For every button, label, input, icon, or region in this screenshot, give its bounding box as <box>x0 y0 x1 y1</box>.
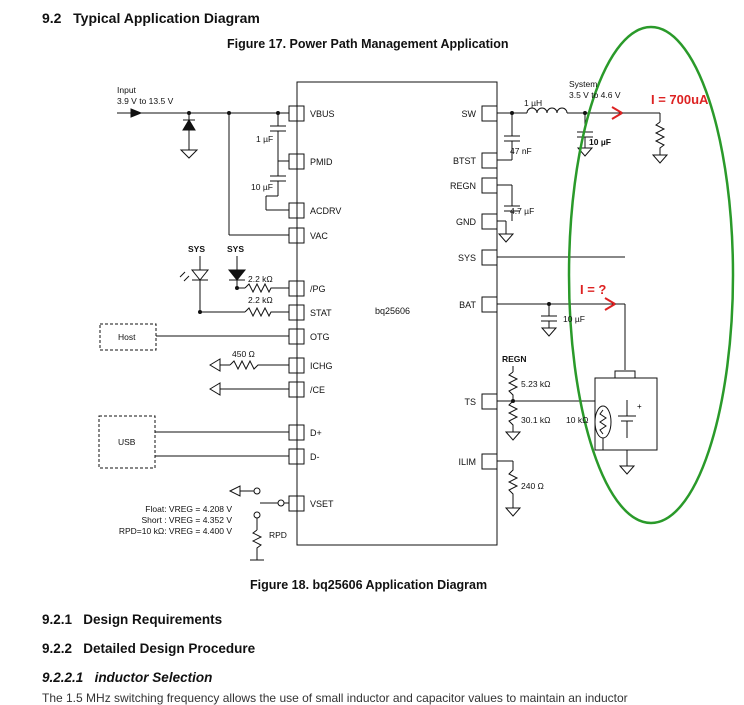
pin-pmid: PMID <box>310 157 333 167</box>
c-bat-label: 10 µF <box>563 314 585 324</box>
pin-sys: SYS <box>458 253 476 263</box>
pin-otg: OTG <box>310 332 330 342</box>
body-text-cut: The 1.5 MHz switching frequency allows t… <box>42 691 628 705</box>
pin-bat: BAT <box>459 300 476 310</box>
subsubsection-title: inductor Selection <box>94 670 213 685</box>
subsection-detailed-design: 9.2.2 Detailed Design Procedure <box>42 641 255 656</box>
subsection-design-requirements: 9.2.1 Design Requirements <box>42 612 222 627</box>
pin-stat: STAT <box>310 308 332 318</box>
c-vbus-label: 1 µF <box>256 134 273 144</box>
c-pmid-label: 10 µF <box>251 182 273 192</box>
system-label: System <box>569 79 597 89</box>
r-pg-label: 2.2 kΩ <box>248 274 273 284</box>
annotation-current-out: I = 700uA <box>651 92 709 107</box>
pin-ts: TS <box>464 397 476 407</box>
chip-name: bq25606 <box>375 306 410 316</box>
c-sys-label: 10 µF <box>589 137 611 147</box>
pin-ichg: ICHG <box>310 361 333 371</box>
r-stat-label: 2.2 kΩ <box>248 295 273 305</box>
pin-dminus: D- <box>310 452 320 462</box>
r-ilim-label: 240 Ω <box>521 481 544 491</box>
pin-sw: SW <box>462 109 477 119</box>
sys-led1-label: SYS <box>188 244 205 254</box>
pin-vbus: VBUS <box>310 109 335 119</box>
annotation-current-bat: I = ? <box>580 282 606 297</box>
pin-acdrv: ACDRV <box>310 206 341 216</box>
subsection-title: Design Requirements <box>83 612 223 627</box>
subsection-title: Detailed Design Procedure <box>83 641 256 656</box>
r-ts-bot-label: 30.1 kΩ <box>521 415 551 425</box>
chip-body <box>296 81 498 546</box>
section-title: Typical Application Diagram <box>73 10 260 26</box>
pin-ce: /CE <box>310 385 325 395</box>
figure18-caption: Figure 18. bq25606 Application Diagram <box>250 578 488 592</box>
vset-short-label: Short : VREG = 4.352 V <box>142 515 233 525</box>
input-label: Input <box>117 85 137 95</box>
r-pd-label: RPD <box>269 530 287 540</box>
system-range: 3.5 V to 4.6 V <box>569 90 621 100</box>
c-regn-label: 4.7 µF <box>510 206 534 216</box>
subsection-number: 9.2.1 <box>42 612 73 627</box>
pin-regn: REGN <box>450 181 476 191</box>
ntc-label: 10 kΩ <box>566 415 588 425</box>
inductor-label: 1 µH <box>524 98 542 108</box>
battery-plus-sign: + <box>637 402 642 411</box>
figure17-caption: Figure 17. Power Path Management Applica… <box>227 37 509 51</box>
sys-led2-label: SYS <box>227 244 244 254</box>
subsubsection-number: 9.2.2.1 <box>42 670 84 685</box>
regn-ref-label: REGN <box>502 354 527 364</box>
subsubsection-inductor: 9.2.2.1 inductor Selection <box>42 670 212 685</box>
input-range: 3.9 V to 13.5 V <box>117 96 174 106</box>
pin-vac: VAC <box>310 231 328 241</box>
pin-ilim: ILIM <box>458 457 476 467</box>
application-schematic: Input 3.9 V to 13.5 V System 3.5 V to 4.… <box>98 25 735 561</box>
r-ichg-label: 450 Ω <box>232 349 255 359</box>
pin-vset: VSET <box>310 499 334 509</box>
section-number: 9.2 <box>42 10 62 26</box>
pin-btst: BTST <box>453 156 477 166</box>
vset-rpd-label: RPD=10 kΩ: VREG = 4.400 V <box>119 526 232 536</box>
c-btst-label: 47 nF <box>510 146 532 156</box>
host-box-label: Host <box>118 332 136 342</box>
pin-dplus: D+ <box>310 428 322 438</box>
usb-box-label: USB <box>118 437 136 447</box>
subsection-number: 9.2.2 <box>42 641 73 656</box>
section-heading: 9.2 Typical Application Diagram <box>42 10 260 26</box>
vset-float-label: Float: VREG = 4.208 V <box>145 504 232 514</box>
r-ts-top-label: 5.23 kΩ <box>521 379 551 389</box>
pin-pg: /PG <box>310 284 326 294</box>
pin-gnd: GND <box>456 217 477 227</box>
